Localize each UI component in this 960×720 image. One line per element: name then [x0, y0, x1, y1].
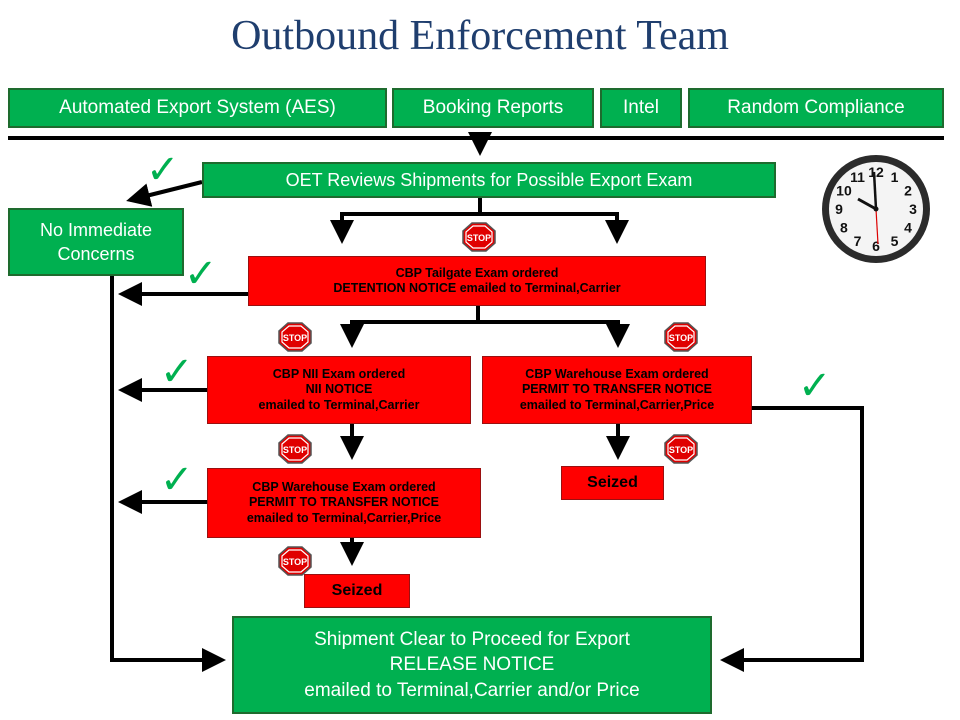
stop-sign-icon: STOP	[278, 434, 312, 464]
stop-sign-label: STOP	[669, 445, 693, 455]
stop-sign-label: STOP	[283, 557, 307, 567]
stop-sign-icon: STOP	[278, 546, 312, 576]
stop-sign-icon: STOP	[462, 222, 496, 252]
clock-numeral: 1	[891, 169, 899, 185]
clock-numeral: 2	[904, 183, 912, 199]
warehouse-left-line-3: emailed to Terminal,Carrier,Price	[246, 510, 442, 525]
stop-sign-icon: STOP	[664, 322, 698, 352]
release-line-1: Shipment Clear to Proceed for Export	[314, 628, 630, 650]
check-mark-icon: ✓	[160, 457, 194, 503]
source-booking-reports: Booking Reports	[392, 88, 594, 128]
clock-numeral: 8	[840, 220, 848, 236]
clock-numeral: 6	[872, 238, 880, 254]
check-mark-icon: ✓	[798, 363, 832, 409]
no-concerns-box: No Immediate Concerns	[8, 208, 184, 276]
warehouse-left-line-1: CBP Warehouse Exam ordered	[252, 480, 436, 495]
warehouse-exam-box-right: CBP Warehouse Exam ordered PERMIT TO TRA…	[482, 356, 752, 424]
clock-numeral: 9	[835, 201, 843, 217]
source-aes: Automated Export System (AES)	[8, 88, 387, 128]
warehouse-left-line-2: PERMIT TO TRANSFER NOTICE	[248, 495, 440, 510]
clock-numeral: 4	[904, 220, 912, 236]
clock-numeral: 12	[868, 164, 884, 180]
warehouse-exam-box-left: CBP Warehouse Exam ordered PERMIT TO TRA…	[207, 468, 481, 538]
no-concerns-line-1: No Immediate	[39, 219, 153, 240]
tailgate-exam-box: CBP Tailgate Exam ordered DETENTION NOTI…	[248, 256, 706, 306]
clock-numeral: 5	[891, 233, 899, 249]
warehouse-right-line-1: CBP Warehouse Exam ordered	[525, 367, 709, 382]
warehouse-right-line-2: PERMIT TO TRANSFER NOTICE	[521, 382, 713, 397]
release-line-2: RELEASE NOTICE	[389, 654, 555, 676]
nii-exam-box: CBP NII Exam ordered NII NOTICE emailed …	[207, 356, 471, 424]
check-mark-icon: ✓	[184, 251, 218, 297]
check-mark-icon: ✓	[146, 147, 180, 193]
nii-line-2: NII NOTICE	[305, 382, 373, 397]
clock-numeral: 3	[909, 201, 917, 217]
warehouse-right-line-3: emailed to Terminal,Carrier,Price	[519, 397, 715, 412]
clock-numeral: 10	[836, 183, 852, 199]
release-box: Shipment Clear to Proceed for Export REL…	[232, 616, 712, 714]
stop-sign-icon: STOP	[664, 434, 698, 464]
review-box: OET Reviews Shipments for Possible Expor…	[202, 162, 776, 198]
tailgate-line-1: CBP Tailgate Exam ordered	[395, 265, 559, 280]
release-line-3: emailed to Terminal,Carrier and/or Price	[304, 679, 640, 701]
stop-sign-icon: STOP	[278, 322, 312, 352]
clock-numeral: 11	[850, 169, 865, 185]
seized-box-left: Seized	[304, 574, 410, 608]
stop-sign-label: STOP	[467, 233, 491, 243]
nii-line-3: emailed to Terminal,Carrier	[258, 397, 420, 412]
clock-numeral: 7	[854, 233, 862, 249]
seized-box-right: Seized	[561, 466, 664, 500]
stop-sign-label: STOP	[669, 333, 693, 343]
nii-line-1: CBP NII Exam ordered	[272, 367, 406, 382]
tailgate-line-2: DETENTION NOTICE emailed to Terminal,Car…	[333, 281, 621, 295]
no-concerns-line-2: Concerns	[57, 244, 135, 264]
source-intel: Intel	[600, 88, 682, 128]
stop-sign-label: STOP	[283, 445, 307, 455]
stop-sign-label: STOP	[283, 333, 307, 343]
page-title: Outbound Enforcement Team	[231, 13, 729, 59]
source-random-compliance: Random Compliance	[688, 88, 944, 128]
check-mark-icon: ✓	[160, 349, 194, 395]
